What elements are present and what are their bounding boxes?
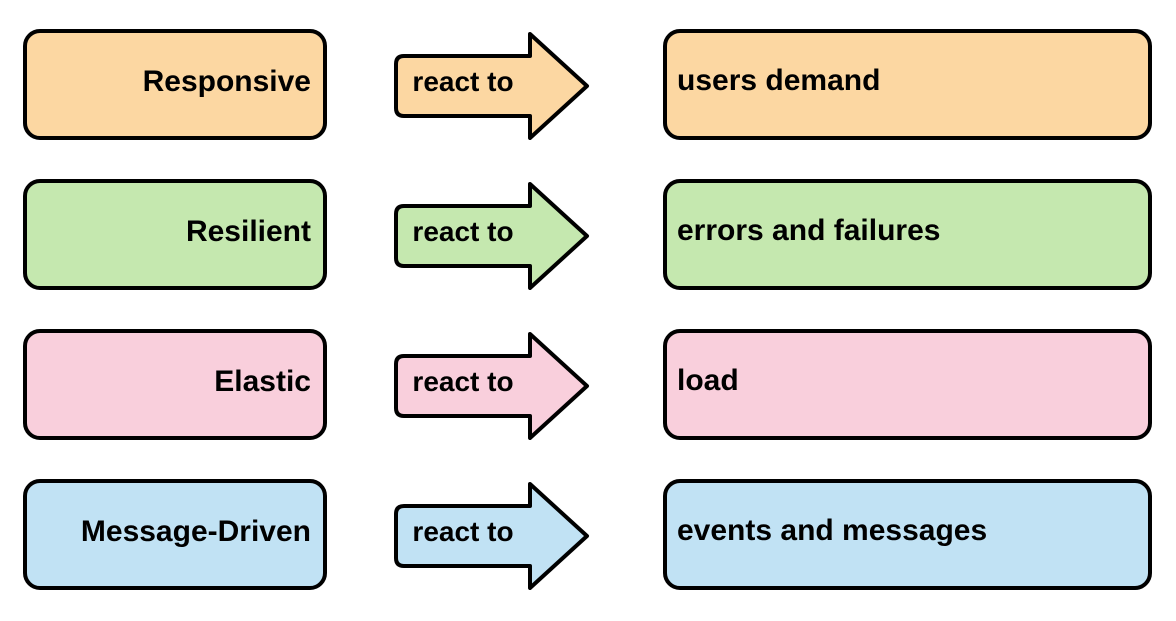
arrow-label: react to <box>412 516 513 547</box>
arrow-label: react to <box>412 66 513 97</box>
arrow-shape <box>394 482 589 590</box>
trait-box-responsive: Responsive <box>23 29 327 140</box>
diagram-row-resilient: Resilient react to errors and failures <box>0 179 1176 290</box>
arrow-label: react to <box>412 366 513 397</box>
arrow-shape <box>394 32 589 140</box>
arrow-shape <box>394 332 589 440</box>
target-box-users-demand: users demand <box>663 29 1152 140</box>
trait-box-message-driven: Message-Driven <box>23 479 327 590</box>
react-to-arrow: react to <box>394 182 589 290</box>
target-box-events-and-messages: events and messages <box>663 479 1152 590</box>
target-box-load: load <box>663 329 1152 440</box>
diagram-row-message-driven: Message-Driven react to events and messa… <box>0 479 1176 590</box>
react-to-arrow: react to <box>394 332 589 440</box>
arrow-label: react to <box>412 216 513 247</box>
react-to-arrow: react to <box>394 482 589 590</box>
trait-box-elastic: Elastic <box>23 329 327 440</box>
react-to-arrow: react to <box>394 32 589 140</box>
diagram-row-responsive: Responsive react to users demand <box>0 29 1176 140</box>
diagram-row-elastic: Elastic react to load <box>0 329 1176 440</box>
arrow-shape <box>394 182 589 290</box>
trait-box-resilient: Resilient <box>23 179 327 290</box>
target-box-errors-and-failures: errors and failures <box>663 179 1152 290</box>
